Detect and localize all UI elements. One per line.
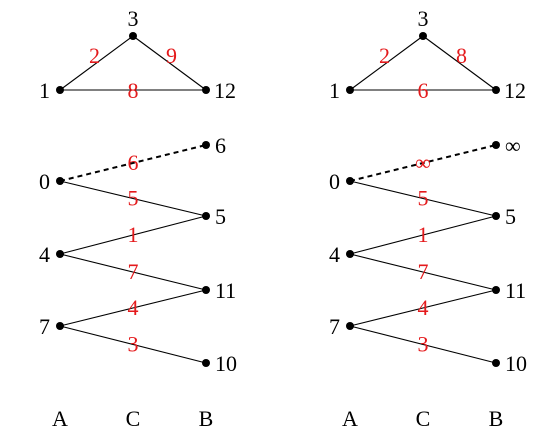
- left-node-label: 4: [329, 242, 340, 267]
- right-node-label: 11: [215, 278, 236, 303]
- right-node: [492, 359, 500, 367]
- edge-weight: 3: [128, 332, 139, 357]
- graph-edge: [59, 253, 207, 291]
- graph-edge: [59, 325, 207, 364]
- left-node-label: 4: [39, 242, 50, 267]
- edge-weight: 4: [128, 295, 139, 320]
- edge-weight: 6: [128, 150, 139, 175]
- right-node-label: 10: [215, 351, 237, 376]
- column-header: C: [416, 406, 431, 431]
- dashed-edge: [59, 144, 207, 182]
- left-node-label: 0: [39, 169, 50, 194]
- edge-weight: 7: [128, 259, 139, 284]
- triangle-edge: [349, 35, 424, 91]
- left-node: [56, 322, 64, 330]
- triangle-node-label: 1: [39, 78, 50, 103]
- triangle-edge: [59, 35, 134, 91]
- right-node: [202, 359, 210, 367]
- left-node-label: 0: [329, 169, 340, 194]
- triangle-node: [346, 86, 354, 94]
- dashed-edge: [349, 144, 497, 182]
- edge-weight: 5: [418, 186, 429, 211]
- right-node: [202, 212, 210, 220]
- left-node: [346, 177, 354, 185]
- triangle-edge-weight: 2: [379, 43, 390, 68]
- graph-edge: [349, 289, 497, 327]
- graph-edge: [349, 253, 497, 291]
- column-header: A: [52, 406, 68, 431]
- graph-edge: [349, 325, 497, 364]
- edge-weight: 5: [128, 186, 139, 211]
- triangle-node: [56, 86, 64, 94]
- right-node-label: 11: [505, 278, 526, 303]
- triangle-edge-weight: 9: [166, 43, 177, 68]
- edges-layer: [59, 35, 497, 364]
- edge-weight: 7: [418, 259, 429, 284]
- left-node: [346, 250, 354, 258]
- edge-weight: 1: [418, 222, 429, 247]
- triangle-node-label: 1: [329, 78, 340, 103]
- right-node-label: 6: [215, 133, 226, 158]
- graph-edge: [59, 215, 207, 255]
- edge-weight: 1: [128, 222, 139, 247]
- edge-weight: 4: [418, 295, 429, 320]
- triangle-edge: [422, 35, 497, 91]
- column-header: A: [342, 406, 358, 431]
- right-node: [492, 286, 500, 294]
- graph-edge: [59, 180, 207, 217]
- triangle-node: [202, 86, 210, 94]
- triangle-node-label: 12: [504, 78, 526, 103]
- triangle-node-label: 3: [418, 6, 429, 31]
- triangle-edge-weight: 8: [128, 78, 139, 103]
- right-node-label: 5: [505, 204, 516, 229]
- graph-edge: [59, 289, 207, 327]
- left-node: [56, 250, 64, 258]
- left-node: [346, 322, 354, 330]
- left-node-label: 7: [39, 314, 50, 339]
- right-node: [492, 141, 500, 149]
- triangle-edge-weight: 8: [456, 43, 467, 68]
- column-header: B: [199, 406, 214, 431]
- graph-edge: [349, 215, 497, 255]
- triangle-node-label: 3: [128, 6, 139, 31]
- column-header: B: [489, 406, 504, 431]
- left-node-label: 7: [329, 314, 340, 339]
- right-node: [202, 286, 210, 294]
- right-node-label: 10: [505, 351, 527, 376]
- triangle-edge: [132, 35, 207, 91]
- right-node-label: 5: [215, 204, 226, 229]
- right-node: [492, 212, 500, 220]
- right-node-label: ∞: [505, 133, 521, 158]
- triangle-node: [129, 32, 137, 40]
- column-header: C: [126, 406, 141, 431]
- edge-weight: ∞: [415, 150, 431, 175]
- right-node: [202, 141, 210, 149]
- graph-edge: [349, 180, 497, 217]
- triangle-edge-weight: 6: [418, 78, 429, 103]
- triangle-node: [419, 32, 427, 40]
- triangle-node: [492, 86, 500, 94]
- left-node: [56, 177, 64, 185]
- triangle-edge-weight: 2: [89, 43, 100, 68]
- labels-layer: 2 9 8 1 3 12 6 5 1 7 4 3 0 4 7 6 5 11 10A C B 2 8 6 1 3 12 ∞ 5 1 7 4 3 0 4…: [39, 6, 527, 431]
- nodes-layer: [56, 32, 500, 367]
- edge-weight: 3: [418, 332, 429, 357]
- triangle-node-label: 12: [214, 78, 236, 103]
